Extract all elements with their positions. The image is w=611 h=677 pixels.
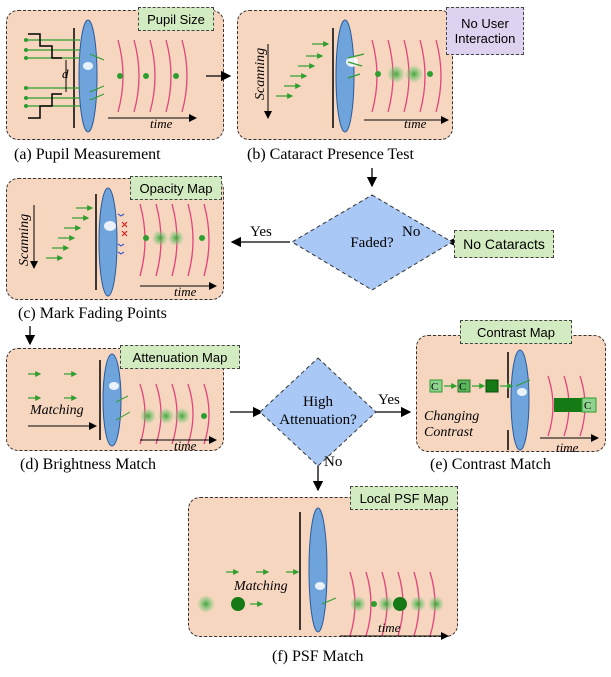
tag-no-user-interaction: No User Interaction [446, 7, 524, 55]
attenuation-yes: Yes [378, 392, 400, 408]
scanning-label-b: Scanning [253, 48, 268, 100]
caption-c: (c) Mark Fading Points [18, 305, 167, 322]
faded-label: Faded? [350, 235, 394, 251]
d-label: d [62, 66, 69, 81]
psf-diagram [197, 507, 449, 640]
time-label-b: time [404, 116, 427, 131]
matching-label-d: Matching [29, 403, 84, 418]
caption-d: (d) Brightness Match [20, 456, 156, 473]
attenuation-decision [259, 357, 377, 467]
tag-contrast-map: Contrast Map [460, 320, 572, 344]
flow-arrows [24, 70, 458, 492]
time-label-c: time [174, 284, 197, 299]
brightness-diagram [28, 353, 217, 447]
time-label-e: time [556, 440, 579, 455]
tag-opacity-map: Opacity Map [130, 176, 222, 200]
matching-label-f: Matching [233, 579, 288, 594]
time-label-f: time [378, 620, 401, 635]
caption-b: (b) Cataract Presence Test [247, 146, 414, 163]
tag-attenuation-map: Attenuation Map [120, 345, 240, 369]
c-box-1: C [431, 381, 438, 393]
pupil-diagram [24, 19, 197, 133]
changing-label: Changing [424, 409, 479, 424]
attenuation-no: No [324, 454, 342, 470]
fading-diagram [30, 187, 217, 297]
faded-decision [291, 194, 453, 291]
attenuation-label-2: Attenuation? [279, 412, 357, 428]
scanning-label-c: Scanning [17, 214, 32, 266]
attenuation-label-1: High [303, 394, 334, 410]
caption-e: (e) Contrast Match [430, 456, 551, 473]
contrast-label: Contrast [424, 425, 474, 440]
cataract-diagram [264, 19, 449, 133]
faded-no: No [402, 224, 420, 240]
faded-yes: Yes [250, 224, 272, 240]
tag-pupil-size: Pupil Size [138, 7, 214, 31]
tag-local-psf-map: Local PSF Map [350, 486, 458, 510]
c-box-2: C [459, 381, 466, 393]
no-cataracts-box: No Cataracts [454, 230, 554, 258]
caption-a: (a) Pupil Measurement [14, 146, 161, 163]
time-label-d: time [174, 438, 197, 453]
time-label-a: time [150, 116, 173, 131]
caption-f: (f) PSF Match [272, 648, 364, 665]
c-box-3: C [584, 400, 591, 412]
contrast-diagram [429, 349, 599, 451]
